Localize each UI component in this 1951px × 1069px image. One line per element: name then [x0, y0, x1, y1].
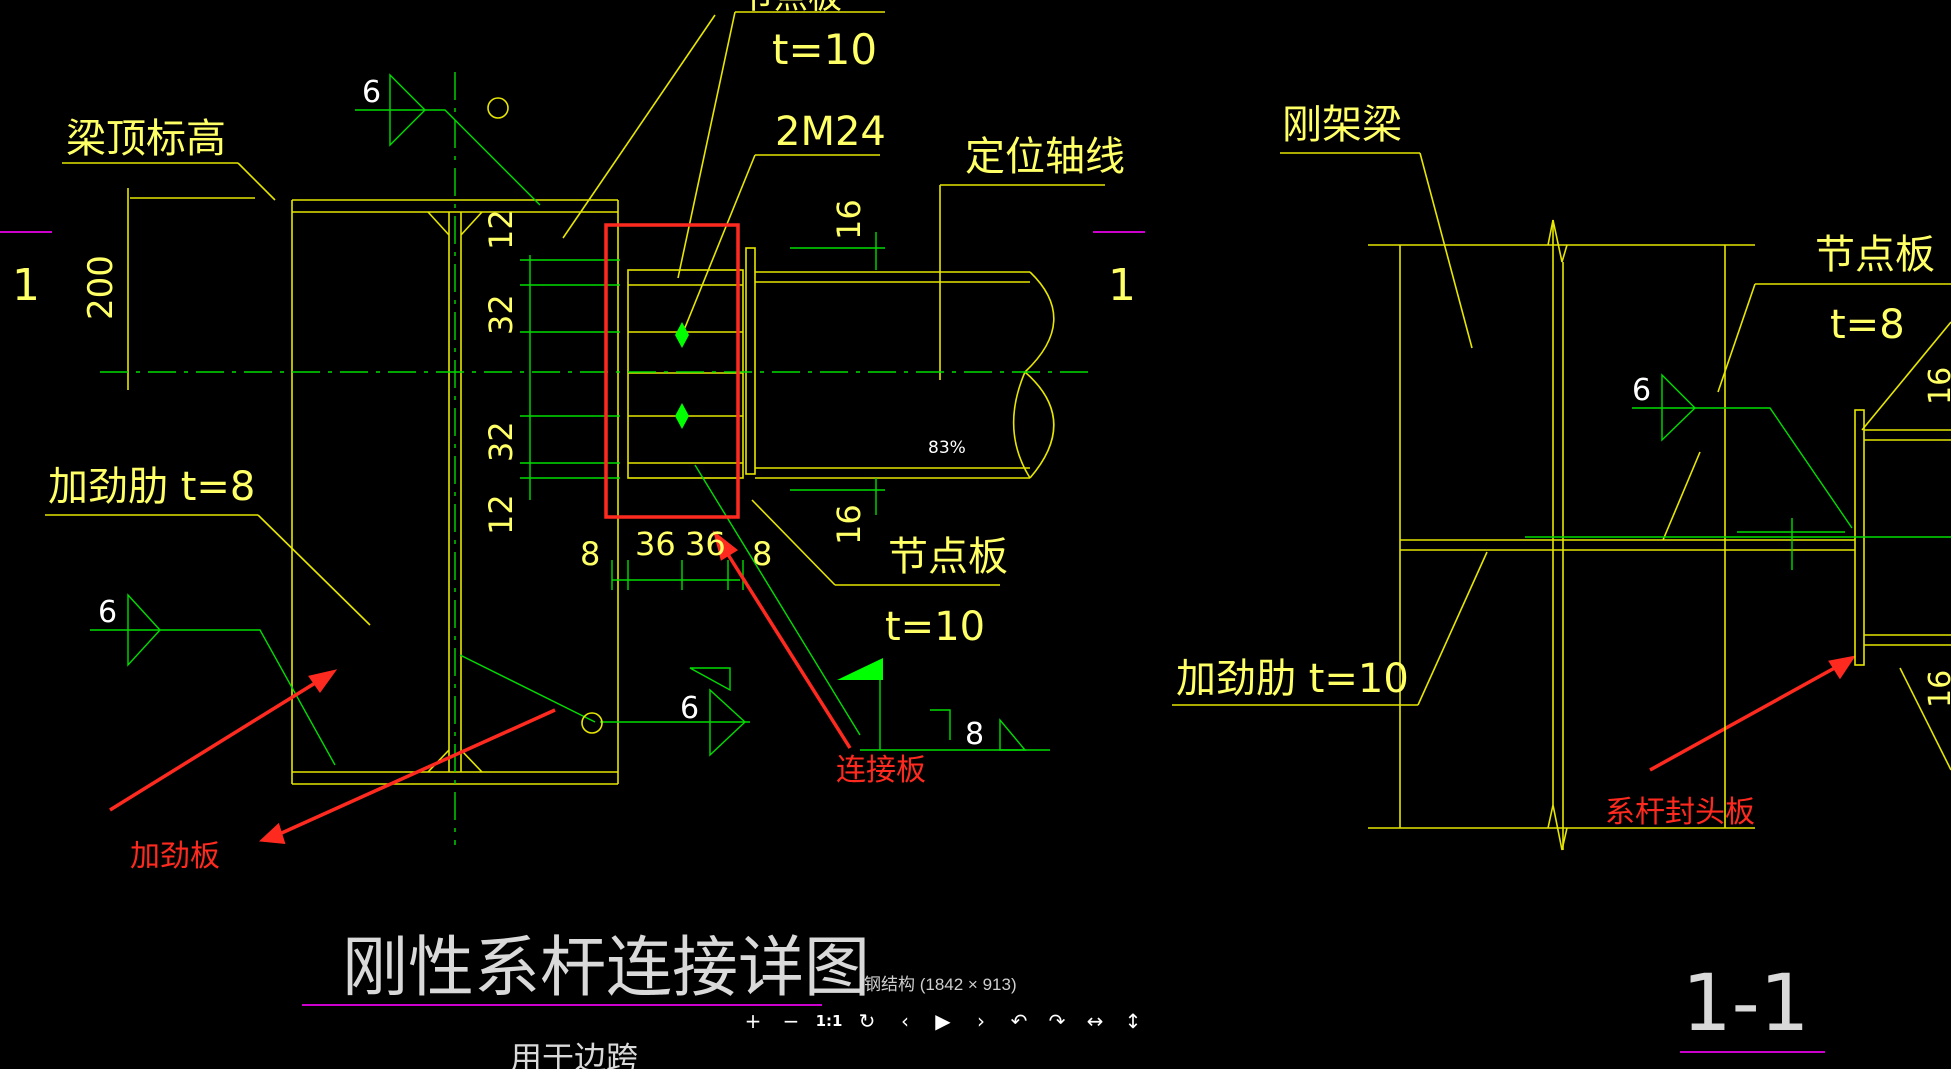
drawing-title: 刚性系杆连接详图 [342, 929, 870, 1006]
right-detail-text: 刚架梁 节点板 t=8 加劲肋 t=10 6 16 16 系杆封头板 1-1 [1176, 102, 1951, 1049]
slideshow-button[interactable]: ▶ [935, 1009, 951, 1033]
top-cut-label: 节点板 [740, 0, 842, 17]
stiffener-plate-annotation: 加劲板 [130, 839, 220, 874]
image-info-label: 钢结构 (1842 × 913) [864, 975, 1017, 994]
weld-size-right: 8 [965, 717, 984, 752]
section-title: 1-1 [1682, 959, 1809, 1049]
previous-button[interactable]: ‹ [901, 1009, 909, 1033]
weld-size-left: 6 [98, 595, 117, 630]
dim-8-left: 8 [580, 535, 600, 573]
dim-12-top: 12 [482, 209, 520, 250]
zoom-in-button[interactable]: + [744, 1009, 762, 1033]
left-detail-dimensions [90, 72, 1095, 845]
annotation-arrows [109, 530, 1856, 845]
weld-size-top: 6 [362, 75, 381, 110]
flip-horizontal-button[interactable]: ↔ [1086, 1009, 1104, 1033]
dim-16-bottom: 16 [830, 504, 868, 545]
right-node-plate-thickness: t=8 [1830, 302, 1905, 348]
section-mark-right: 1 [1108, 260, 1136, 311]
right-detail-geometry [1172, 152, 1951, 851]
connection-plate-annotation: 连接板 [836, 753, 926, 788]
dim-36-a: 36 [635, 525, 676, 563]
right-stiffener-label: 加劲肋 t=10 [1176, 656, 1409, 702]
weld-size-bottom: 6 [680, 691, 699, 726]
weld-all-around-icon-2 [581, 712, 603, 734]
axis-line-label: 定位轴线 [965, 134, 1125, 180]
dim-36-b: 36 [685, 525, 726, 563]
weld-flag-icon [837, 658, 883, 680]
weld-all-around-icon [487, 97, 509, 119]
zoom-out-button[interactable]: − [782, 1009, 800, 1033]
end-plate-annotation: 系杆封头板 [1605, 795, 1755, 830]
dim-16-top: 16 [830, 199, 868, 240]
node-plate-label: 节点板 [888, 534, 1008, 580]
top-thickness-label: t=10 [772, 25, 877, 74]
bolt-spec-label: 2M24 [775, 109, 886, 155]
rotate-right-button[interactable]: ↷ [1048, 1009, 1066, 1033]
refresh-button[interactable]: ↻ [858, 1009, 876, 1033]
flip-vertical-button[interactable]: ↕ [1124, 1009, 1142, 1033]
left-detail-geometry [45, 11, 1105, 785]
right-dim-16-top: 16 [1923, 367, 1951, 405]
section-mark-left: 1 [12, 260, 40, 311]
zoom-level-indicator: 83% [928, 438, 966, 458]
next-button[interactable]: › [977, 1009, 985, 1033]
dim-12-bottom: 12 [482, 494, 520, 535]
bolt-marker-bottom [675, 403, 689, 429]
right-node-plate-label: 节点板 [1815, 232, 1935, 278]
right-weld-size: 6 [1632, 373, 1651, 408]
beam-top-elevation-label: 梁顶标高 [66, 116, 226, 162]
bolt-marker-top [675, 322, 689, 348]
node-plate-thickness-label: t=10 [885, 604, 985, 650]
rotate-left-button[interactable]: ↶ [1010, 1009, 1028, 1033]
drawing-subtitle: 用于边跨 [510, 1039, 638, 1069]
left-detail-text: 节点板 t=10 2M24 定位轴线 梁顶标高 加劲肋 t=8 节点板 t=10… [12, 0, 1136, 1069]
frame-beam-label: 刚架梁 [1282, 102, 1402, 148]
actual-size-button[interactable]: 1:1 [815, 1012, 843, 1030]
dim-32-a: 32 [482, 294, 520, 335]
right-detail-dimensions [1525, 373, 1951, 570]
dim-8-right: 8 [752, 535, 772, 573]
viewer-toolbar: + − 1:1 ↻ ‹ ▶ › ↶ ↷ ↔ ↕ [740, 1006, 1146, 1036]
connection-plate-highlight [604, 223, 740, 519]
dim-height-200: 200 [81, 255, 121, 320]
stiffener-rib-label: 加劲肋 t=8 [48, 464, 255, 510]
right-dim-16-bottom: 16 [1923, 670, 1951, 708]
dim-32-b: 32 [482, 421, 520, 462]
